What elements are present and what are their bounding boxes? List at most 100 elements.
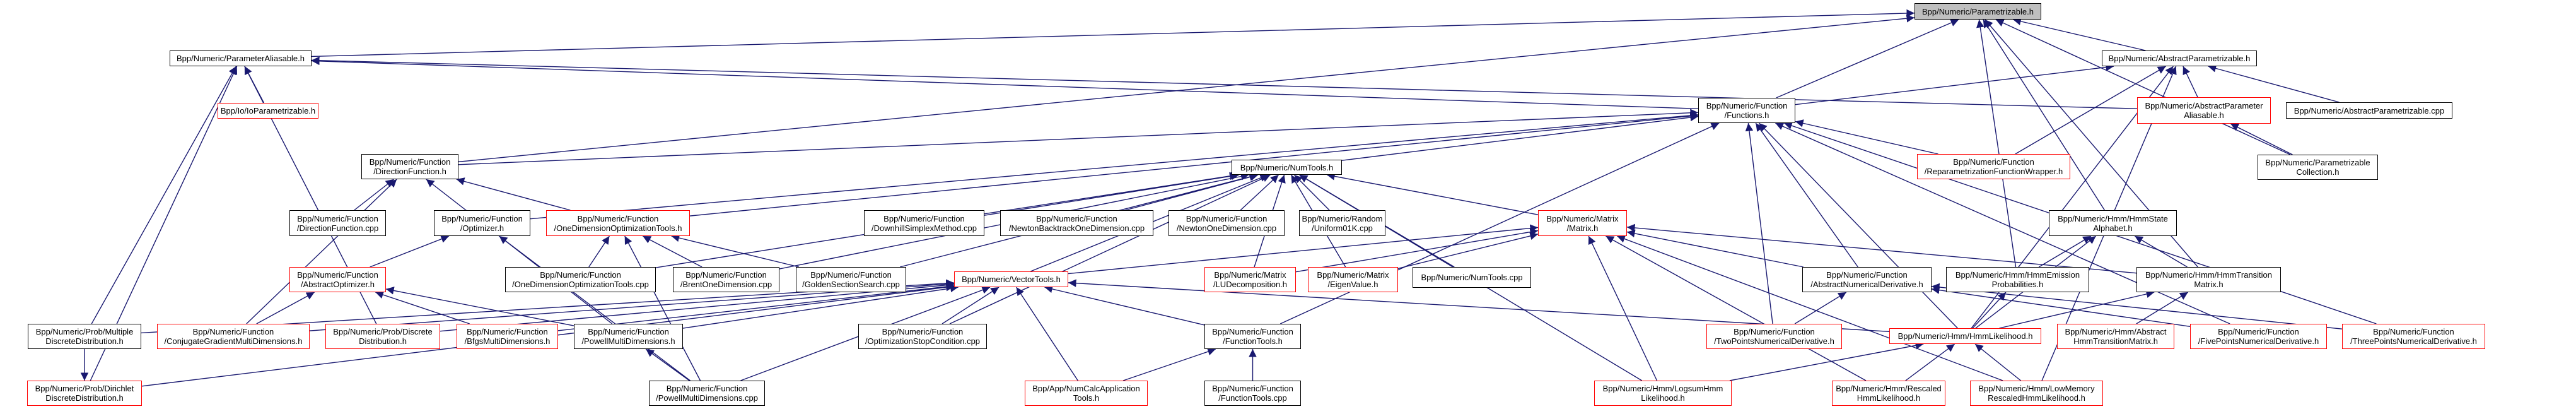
dependency-edge xyxy=(2183,66,2198,98)
node-downhill-simplex-cpp[interactable]: Bpp/Numeric/Function /DownhillSimplexMet… xyxy=(864,210,984,236)
node-low-memory-rescaled-hmm-likelihood-h[interactable]: Bpp/Numeric/Hmm/LowMemory RescaledHmmLik… xyxy=(1970,381,2103,406)
node-five-points-derivative-h[interactable]: Bpp/Numeric/Function /FivePointsNumerica… xyxy=(2190,324,2327,349)
node-hmm-transition-matrix-h[interactable]: Bpp/Numeric/Hmm/HmmTransition Matrix.h xyxy=(2136,267,2281,292)
dependency-edge xyxy=(1905,343,1955,381)
node-one-dim-opt-tools-cpp[interactable]: Bpp/Numeric/Function /OneDimensionOptimi… xyxy=(505,267,656,292)
node-brent-one-dim-cpp[interactable]: Bpp/Numeric/Function /BrentOneDimension.… xyxy=(673,267,779,292)
node-newton-one-dim-cpp[interactable]: Bpp/Numeric/Function /NewtonOneDimension… xyxy=(1169,210,1285,236)
dependency-edge xyxy=(2013,17,2146,51)
node-discrete-distribution-h[interactable]: Bpp/Numeric/Prob/Discrete Distribution.h xyxy=(325,324,440,349)
dependency-edge xyxy=(1976,19,2017,268)
dependency-edge xyxy=(1295,228,1539,273)
node-logsum-hmm-likelihood-h[interactable]: Bpp/Numeric/Hmm/LogsumHmm Likelihood.h xyxy=(1594,381,1732,406)
node-hmm-likelihood-h[interactable]: Bpp/Numeric/Hmm/HmmLikelihood.h xyxy=(1889,328,2041,344)
dependency-edge xyxy=(949,174,1271,324)
node-rescaled-hmm-likelihood-h[interactable]: Bpp/Numeric/Hmm/Rescaled HmmLikelihood.h xyxy=(1832,381,1945,406)
dependency-edge xyxy=(385,287,574,326)
dependency-edge xyxy=(1755,122,1858,268)
dependency-edge xyxy=(1931,286,2191,327)
node-abstract-parametrizable-cpp[interactable]: Bpp/Numeric/AbstractParametrizable.cpp xyxy=(2286,102,2452,119)
dependency-edge xyxy=(1588,235,1658,381)
node-abstract-numerical-derivative-h[interactable]: Bpp/Numeric/Function /AbstractNumericalD… xyxy=(1802,267,1932,292)
dependency-edge xyxy=(689,112,1699,216)
node-parametrizable-collection-h[interactable]: Bpp/Numeric/Parametrizable Collection.h xyxy=(2258,155,2378,180)
node-lu-decomposition-h[interactable]: Bpp/Numeric/Matrix /LUDecomposition.h xyxy=(1204,267,1296,292)
node-direction-function-cpp[interactable]: Bpp/Numeric/Function /DirectionFunction.… xyxy=(289,210,386,236)
node-hmm-emission-probabilities-h[interactable]: Bpp/Numeric/Hmm/HmmEmission Probabilitie… xyxy=(1946,267,2089,292)
node-numtools-h[interactable]: Bpp/Numeric/NumTools.h xyxy=(1232,160,1342,175)
node-golden-section-cpp[interactable]: Bpp/Numeric/Function /GoldenSectionSearc… xyxy=(796,267,906,292)
node-uniform01k-cpp[interactable]: Bpp/Numeric/Random /Uniform01K.cpp xyxy=(1299,210,1385,236)
dependency-edge xyxy=(256,292,315,324)
dependency-edge xyxy=(1240,174,1279,211)
node-abstract-hmm-transition-matrix-h[interactable]: Bpp/Numeric/Hmm/Abstract HmmTransitionMa… xyxy=(2057,324,2174,349)
dependency-edge xyxy=(1341,113,1699,161)
node-vector-tools-h[interactable]: Bpp/Numeric/VectorTools.h xyxy=(954,271,1068,287)
dependency-edge xyxy=(1795,63,2114,105)
dependency-edge xyxy=(530,111,1699,220)
dependency-edge xyxy=(1044,285,1205,326)
dependency-edge xyxy=(1794,292,1847,324)
node-abstract-parametrizable-h[interactable]: Bpp/Numeric/AbstractParametrizable.h xyxy=(2102,50,2257,66)
dependency-edge xyxy=(1775,122,2230,324)
dependency-edge xyxy=(91,66,237,324)
dependency-edge xyxy=(1016,287,1078,381)
dependency-edge xyxy=(1999,290,2155,329)
node-io-parametrizable-h[interactable]: Bpp/Io/IoParametrizable.h xyxy=(218,103,318,119)
dependency-edge xyxy=(1931,283,2343,329)
dependency-edge xyxy=(1397,232,1539,270)
node-two-points-derivative-h[interactable]: Bpp/Numeric/Function /TwoPointsNumerical… xyxy=(1706,324,1842,349)
dependency-edge xyxy=(2134,235,2188,268)
node-eigen-value-h[interactable]: Bpp/Numeric/Matrix /EigenValue.h xyxy=(1308,267,1398,292)
node-abstract-optimizer-h[interactable]: Bpp/Numeric/Function /AbstractOptimizer.… xyxy=(289,267,386,292)
node-newton-backtrack-cpp[interactable]: Bpp/Numeric/Function /NewtonBacktrackOne… xyxy=(1000,210,1153,236)
dependency-edge xyxy=(499,235,691,381)
node-function-tools-h[interactable]: Bpp/Numeric/Function /FunctionTools.h xyxy=(1204,324,1301,349)
dependency-edge xyxy=(1974,343,2021,381)
node-parameter-aliasable-h[interactable]: Bpp/Numeric/ParameterAliasable.h xyxy=(170,50,312,66)
dependency-edge xyxy=(458,14,1915,163)
node-one-dim-opt-tools-h[interactable]: Bpp/Numeric/Function /OneDimensionOptimi… xyxy=(546,210,690,236)
node-optimization-stop-condition-cpp[interactable]: Bpp/Numeric/Function /OptimizationStopCo… xyxy=(858,324,987,349)
dependency-edge xyxy=(1626,229,1804,268)
dependency-edge xyxy=(588,235,610,268)
node-three-points-derivative-h[interactable]: Bpp/Numeric/Function /ThreePointsNumeric… xyxy=(2342,324,2485,349)
dependency-edge xyxy=(1758,122,1958,329)
dependency-edge xyxy=(1326,172,1539,215)
node-bfgs-h[interactable]: Bpp/Numeric/Function /BfgsMultiDimension… xyxy=(457,324,558,349)
node-reparametrization-wrapper-h[interactable]: Bpp/Numeric/Function /ReparametrizationF… xyxy=(1917,154,2070,179)
dependency-edge xyxy=(682,284,959,329)
node-conjugate-gradient-h[interactable]: Bpp/Numeric/Function /ConjugateGradientM… xyxy=(157,324,310,349)
node-numtools-cpp[interactable]: Bpp/Numeric/NumTools.cpp xyxy=(1413,267,1531,288)
node-powell-h[interactable]: Bpp/Numeric/Function /PowellMultiDimensi… xyxy=(574,324,683,349)
node-function-tools-cpp[interactable]: Bpp/Numeric/Function /FunctionTools.cpp xyxy=(1204,381,1301,406)
node-parametrizable-h[interactable]: Bpp/Numeric/Parametrizable.h xyxy=(1915,3,2041,20)
dependency-edge xyxy=(1279,122,1720,324)
dependency-edge xyxy=(645,348,690,381)
dependency-edge xyxy=(1795,119,1938,155)
dependency-edge xyxy=(311,56,2138,109)
node-optimizer-h[interactable]: Bpp/Numeric/Function /Optimizer.h xyxy=(434,210,530,236)
dependency-edge xyxy=(624,235,701,381)
dependency-edge xyxy=(1068,224,1539,275)
dependency-edge xyxy=(1617,235,2003,381)
dependency-edge xyxy=(1729,341,1924,381)
dependency-edge xyxy=(1983,19,2106,211)
node-matrix-h[interactable]: Bpp/Numeric/Matrix /Matrix.h xyxy=(1538,210,1627,236)
node-direction-function-h[interactable]: Bpp/Numeric/Function /DirectionFunction.… xyxy=(361,154,458,179)
node-multiple-discrete-distribution-h[interactable]: Bpp/Numeric/Prob/Multiple DiscreteDistri… xyxy=(28,324,141,349)
dependency-edge xyxy=(1745,122,1773,324)
node-powell-cpp[interactable]: Bpp/Numeric/Function /PowellMultiDimensi… xyxy=(649,381,765,406)
dependency-edge xyxy=(458,109,1699,165)
dependency-edge xyxy=(456,177,571,211)
dependency-edge xyxy=(1972,292,2007,329)
node-dirichlet-discrete-distribution-h[interactable]: Bpp/Numeric/Prob/Dirichlet DiscreteDistr… xyxy=(27,381,142,406)
node-functions-h[interactable]: Bpp/Numeric/Function /Functions.h xyxy=(1698,98,1795,123)
dependency-edge xyxy=(1776,19,1959,98)
dependency-edge xyxy=(2230,123,2293,155)
dependency-edge xyxy=(671,234,800,268)
node-num-calc-app-tools-h[interactable]: Bpp/App/NumCalcApplication Tools.h xyxy=(1025,381,1148,406)
node-abstract-parameter-aliasable-h[interactable]: Bpp/Numeric/AbstractParameter Aliasable.… xyxy=(2137,97,2271,124)
node-hmm-state-alphabet-h[interactable]: Bpp/Numeric/Hmm/HmmState Alphabet.h xyxy=(2049,210,2177,236)
